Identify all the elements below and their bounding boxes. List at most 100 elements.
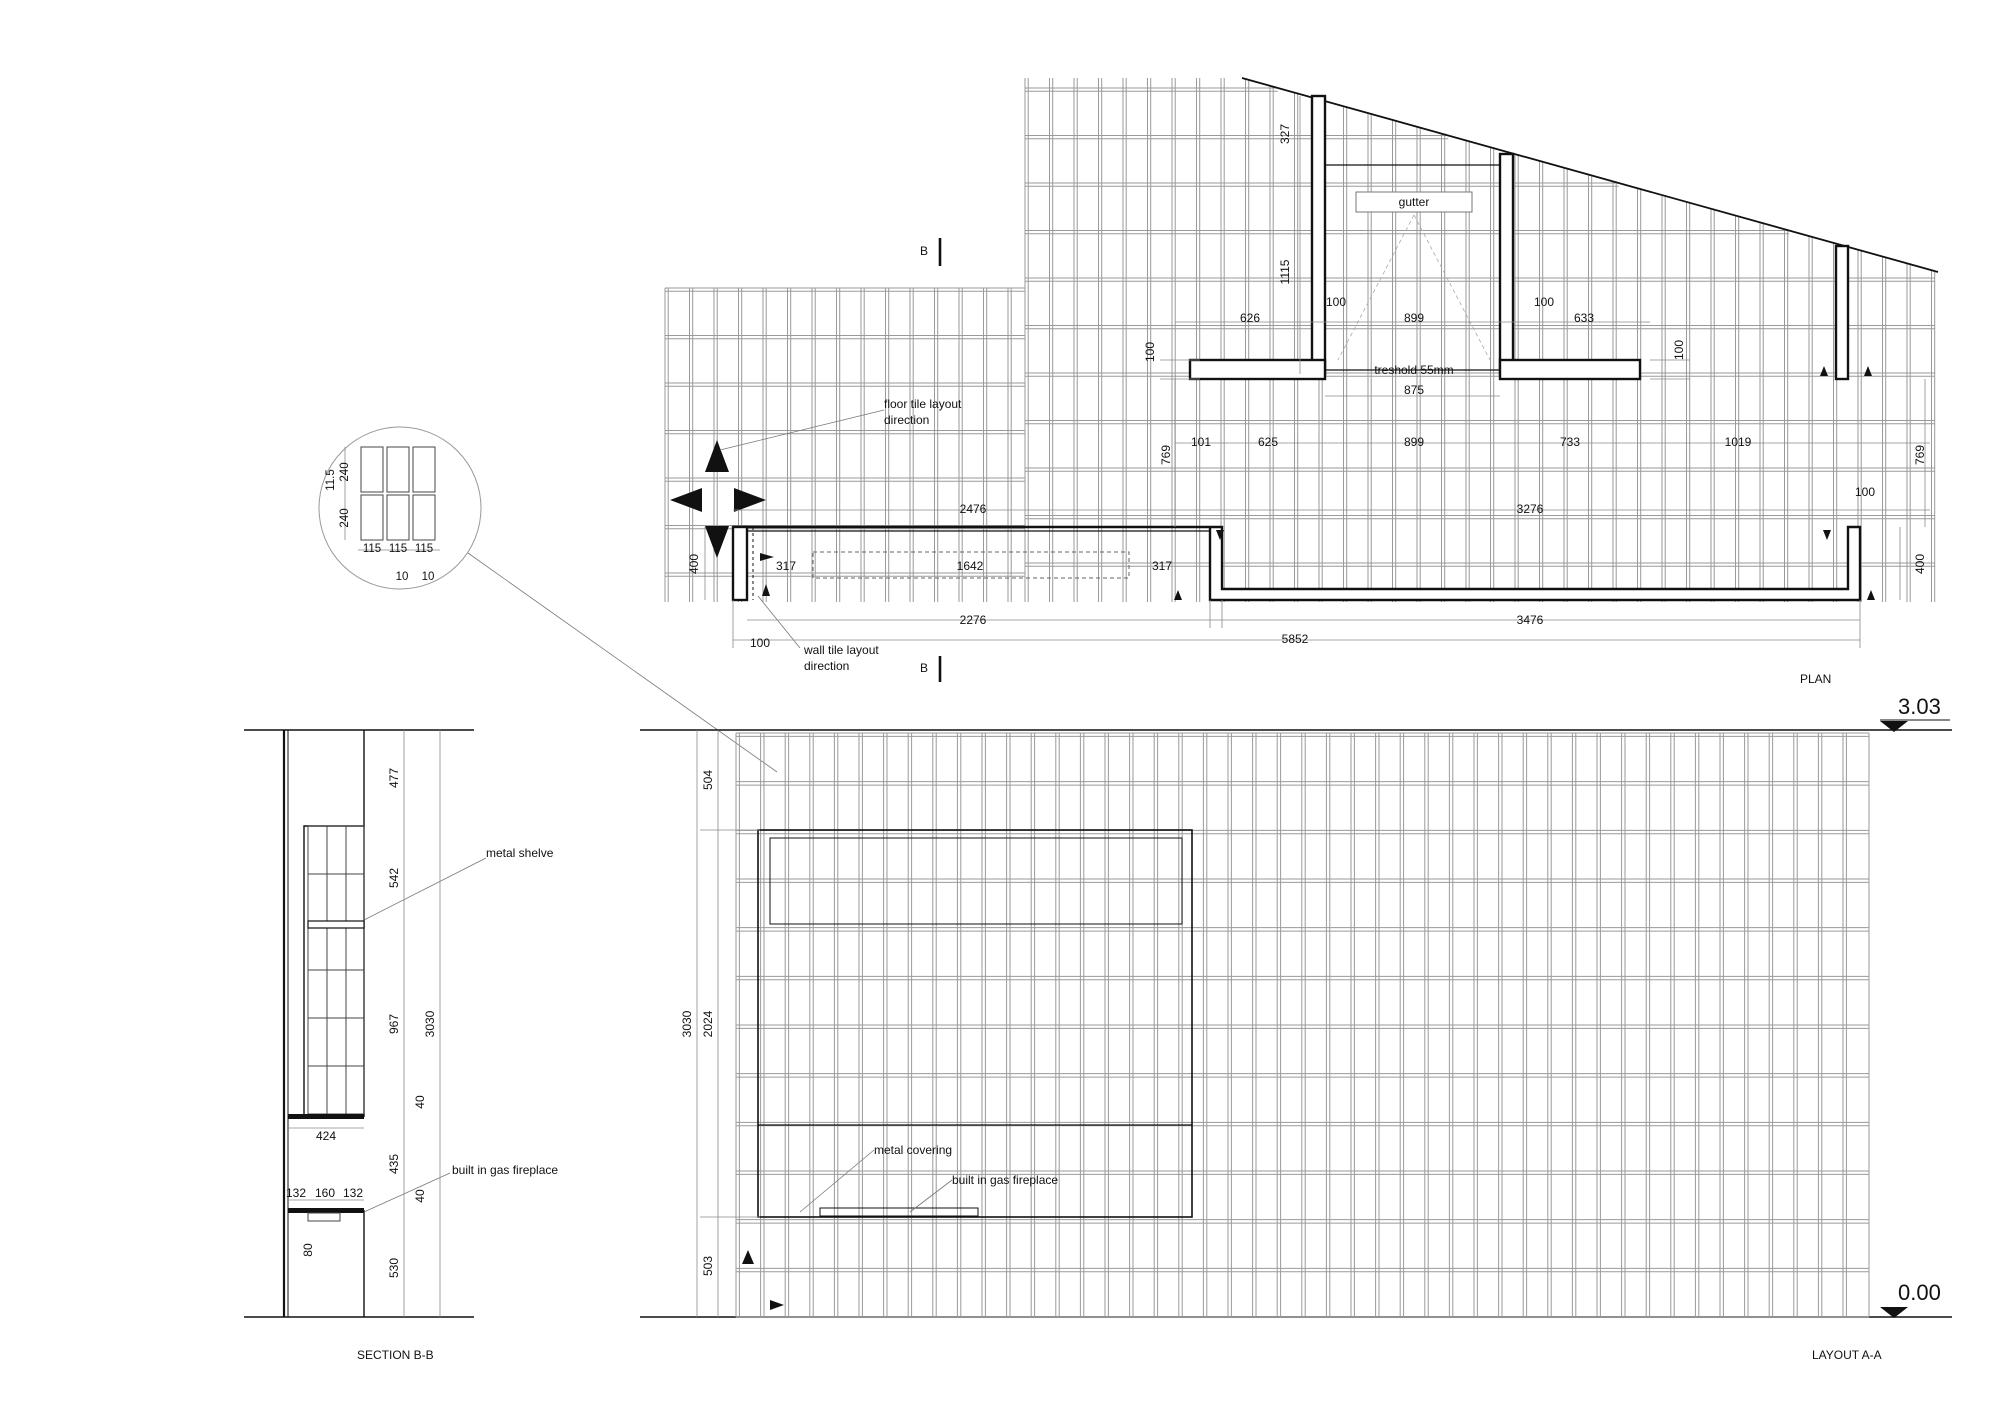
wall-left-wing <box>1188 358 1327 381</box>
wall-tile-label-1: wall tile layout <box>803 643 879 657</box>
view-title-plan: PLAN <box>1800 672 1831 686</box>
svg-text:633: 633 <box>1574 311 1594 325</box>
layout-wall-tile-grid <box>735 732 1870 1318</box>
svg-text:115: 115 <box>363 543 381 555</box>
floor-tile-label-1: floor tile layout <box>884 397 962 411</box>
svg-text:899: 899 <box>1404 311 1424 325</box>
svg-text:metal covering: metal covering <box>874 1143 952 1157</box>
svg-text:80: 80 <box>301 1243 315 1257</box>
wall-right-wing <box>1498 358 1642 381</box>
floor-tile-leader <box>719 409 885 451</box>
roof-edge-line <box>1241 77 1939 273</box>
svg-text:10: 10 <box>422 571 435 583</box>
svg-text:504: 504 <box>701 770 715 790</box>
svg-text:built in gas fireplace: built in gas fireplace <box>452 1163 558 1177</box>
svg-text:100: 100 <box>1672 340 1686 360</box>
svg-text:625: 625 <box>1258 435 1278 449</box>
svg-text:115: 115 <box>415 543 433 555</box>
svg-text:327: 327 <box>1278 124 1292 144</box>
shelf-slab <box>288 1114 364 1119</box>
svg-text:875: 875 <box>1404 383 1424 397</box>
svg-text:10: 10 <box>396 571 409 583</box>
plan-floor-tile-grid <box>664 78 1936 602</box>
svg-text:100: 100 <box>1143 342 1157 362</box>
view-title-layout: LAYOUT A-A <box>1812 1348 1882 1362</box>
fireplace-burner-front <box>819 1207 979 1217</box>
svg-text:built in gas fireplace: built in gas fireplace <box>952 1173 1058 1187</box>
detail-leader <box>467 552 778 773</box>
svg-text:2024: 2024 <box>701 1010 715 1037</box>
svg-text:503: 503 <box>701 1256 715 1276</box>
level-marker-bottom <box>1880 1307 1908 1318</box>
svg-text:424: 424 <box>316 1129 336 1143</box>
svg-text:899: 899 <box>1404 435 1424 449</box>
fireplace-opening <box>757 829 1193 1218</box>
fireplace-leader-layout <box>909 1179 953 1213</box>
svg-text:317: 317 <box>776 559 796 573</box>
wall-tile-direction-markers <box>760 366 1875 600</box>
wall-tile-label-2: direction <box>804 659 849 673</box>
svg-text:metal shelve: metal shelve <box>486 846 554 860</box>
fireplace-leader <box>363 1172 451 1213</box>
svg-text:40: 40 <box>413 1095 427 1109</box>
svg-text:100: 100 <box>750 636 770 650</box>
svg-text:733: 733 <box>1560 435 1580 449</box>
wall-left-niche <box>1310 94 1327 376</box>
plan-dimension-lines <box>704 96 1930 648</box>
svg-text:40: 40 <box>413 1189 427 1203</box>
gutter-label: gutter <box>1399 195 1430 209</box>
bench-outline <box>733 525 1862 602</box>
svg-text:1115: 1115 <box>1278 259 1292 284</box>
bench-left-end <box>731 525 749 602</box>
gutter-fall-lines <box>1337 214 1491 361</box>
svg-text:3030: 3030 <box>423 1010 437 1037</box>
svg-text:400: 400 <box>687 554 701 574</box>
metal-covering-leader <box>799 1149 875 1213</box>
level-bottom: 0.00 <box>1898 1280 1941 1305</box>
svg-text:2276: 2276 <box>960 613 987 627</box>
fireplace-slab <box>288 1208 364 1213</box>
wall-tile-leader <box>757 595 801 649</box>
view-title-section: SECTION B-B <box>357 1348 434 1362</box>
svg-text:1019: 1019 <box>1725 435 1752 449</box>
svg-text:240: 240 <box>339 462 351 481</box>
svg-text:3476: 3476 <box>1517 613 1544 627</box>
tile-pattern <box>360 446 436 541</box>
svg-text:2476: 2476 <box>960 502 987 516</box>
svg-text:530: 530 <box>387 1258 401 1278</box>
floor-tile-direction-arrows <box>670 440 766 558</box>
section-tile-grid <box>307 825 365 1115</box>
svg-text:5852: 5852 <box>1282 632 1309 646</box>
fireplace-burner <box>307 1212 341 1222</box>
svg-text:100: 100 <box>1855 485 1875 499</box>
svg-text:1642: 1642 <box>957 559 984 573</box>
floor-tile-label-2: direction <box>884 413 929 427</box>
svg-text:101: 101 <box>1191 435 1211 449</box>
gutter-box <box>1355 191 1473 213</box>
level-top: 3.03 <box>1898 694 1941 719</box>
tile-detail-callout: 11.5 240 240 115 115 115 10 10 <box>318 426 778 773</box>
threshold-label: treshold 55mm <box>1374 363 1453 377</box>
section-view: metal shelve built in gas fireplace 477 … <box>244 729 558 1362</box>
plan-view: gutter treshold 55mm <box>664 77 1939 686</box>
svg-text:435: 435 <box>387 1154 401 1174</box>
svg-text:100: 100 <box>1326 295 1346 309</box>
layout-view: metal covering built in gas fireplace 50… <box>640 694 1952 1362</box>
level-marker-top <box>1880 721 1908 732</box>
svg-text:115: 115 <box>389 543 407 555</box>
niche-panel <box>769 837 1183 925</box>
svg-text:626: 626 <box>1240 311 1260 325</box>
tile-start-marker <box>742 1250 754 1264</box>
svg-text:769: 769 <box>1913 445 1927 465</box>
svg-text:132: 132 <box>343 1186 363 1200</box>
metal-shelve <box>307 920 365 929</box>
section-outline <box>303 730 365 1317</box>
svg-text:3030: 3030 <box>680 1010 694 1037</box>
section-mark-b-top: B <box>920 244 928 258</box>
wall-right-niche <box>1498 152 1515 376</box>
svg-text:769: 769 <box>1159 445 1173 465</box>
svg-text:3276: 3276 <box>1517 502 1544 516</box>
svg-text:160: 160 <box>315 1186 335 1200</box>
metal-shelve-leader <box>363 857 487 921</box>
section-mark-b-bottom: B <box>920 661 928 675</box>
